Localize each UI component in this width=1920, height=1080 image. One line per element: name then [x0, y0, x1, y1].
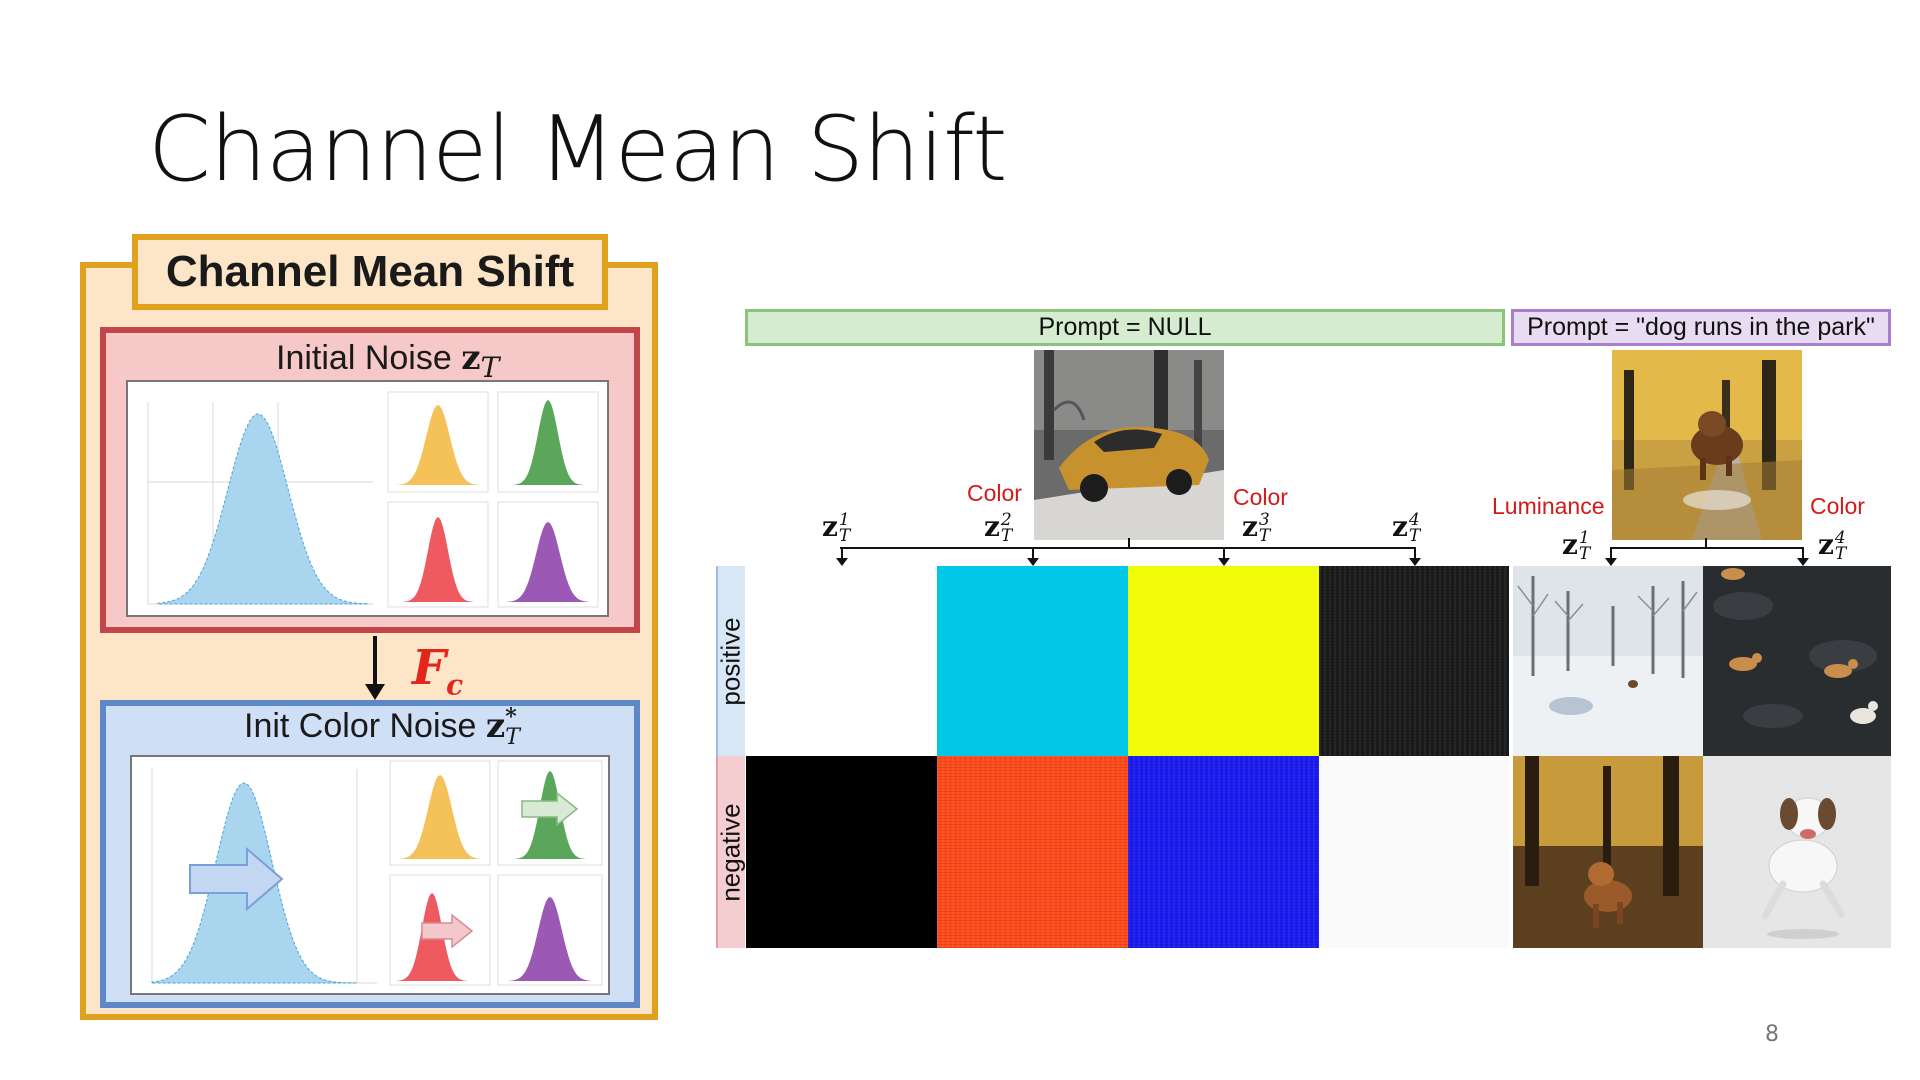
shifted-histogram-plot — [151, 760, 603, 986]
color-annotation-right: Color — [1233, 484, 1288, 510]
shift-arrow-icon — [189, 846, 284, 912]
positive-cell-z3 — [1128, 566, 1319, 756]
initial-noise-symbol: zT — [461, 338, 500, 384]
row-label-positive: positive — [716, 566, 746, 756]
negative-cell-z1 — [746, 756, 937, 948]
red-shift-arrow-icon — [421, 913, 474, 949]
initial-noise-label: Initial Noise — [276, 339, 452, 377]
positive-cell-z1 — [746, 566, 937, 756]
negative-cell-z2 — [937, 756, 1128, 948]
prompt-null-bar: Prompt = NULL — [745, 309, 1505, 346]
diagram-header: Channel Mean Shift — [132, 234, 608, 310]
dogs-dark-pattern-image — [1703, 566, 1891, 756]
histogram-plot — [147, 391, 599, 608]
page-number: 8 — [1765, 1022, 1779, 1047]
operator-label: Fc — [412, 640, 464, 702]
color-noise-title: Init Color Noise z*T — [244, 706, 520, 748]
positive-cell-z2 — [937, 566, 1128, 756]
initial-noise-histograms — [126, 380, 609, 617]
main-histogram — [157, 413, 369, 605]
down-arrow-icon — [365, 636, 385, 700]
slide-title: Channel Mean Shift — [148, 97, 1007, 202]
snow-park-image — [1513, 566, 1703, 756]
small-shifted-histograms — [389, 760, 603, 986]
color-noise-symbol: z*T — [485, 704, 520, 750]
dog-park-image — [1612, 350, 1802, 540]
initial-noise-title: Initial Noise zT — [276, 338, 499, 384]
prompt-dog-bar: Prompt = "dog runs in the park" — [1511, 309, 1891, 346]
color-annotation-dog: Color — [1810, 493, 1865, 519]
green-shift-arrow-icon — [521, 791, 579, 827]
car-image — [1034, 350, 1224, 540]
dog-branch-connector — [1605, 538, 1809, 566]
dog-forest-image — [1513, 756, 1703, 948]
small-histograms — [387, 391, 599, 608]
positive-cell-z4 — [1319, 566, 1509, 756]
color-noise-label: Init Color Noise — [244, 707, 477, 745]
color-noise-histograms — [130, 755, 610, 995]
negative-cell-z4 — [1319, 756, 1509, 948]
negative-cell-z3 — [1128, 756, 1319, 948]
null-branch-connector — [836, 538, 1421, 566]
luminance-annotation: Luminance — [1492, 493, 1605, 519]
row-label-negative: negative — [716, 756, 746, 948]
dog-white-background-image — [1703, 756, 1891, 948]
color-annotation-left: Color — [967, 480, 1022, 506]
